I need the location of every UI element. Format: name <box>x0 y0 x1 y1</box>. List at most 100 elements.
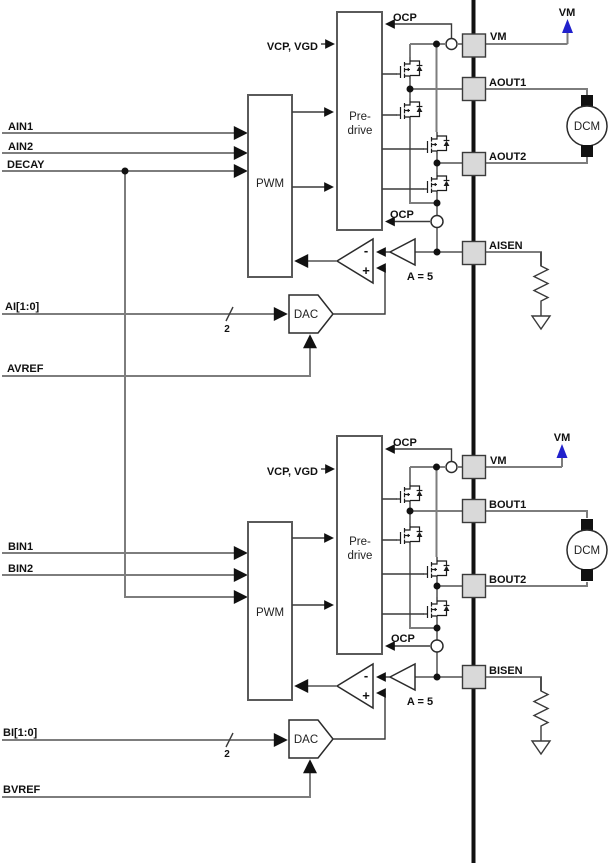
bus-width-slash <box>225 732 234 748</box>
dac-block <box>288 719 334 759</box>
hs-fet-1 <box>395 481 423 505</box>
gain-amp <box>388 237 416 267</box>
pad-bout2 <box>461 573 487 599</box>
label-pin-aisen: AISEN <box>489 240 523 252</box>
label-ocp-bottom: OCP <box>391 633 415 645</box>
junction-dot <box>406 507 414 515</box>
label-avref: AVREF <box>7 363 44 375</box>
predrive-label-2: drive <box>348 550 373 562</box>
wire-decay-branch <box>124 171 248 604</box>
label-pin-bout1: BOUT1 <box>489 499 526 511</box>
bus-width-slash <box>225 306 234 322</box>
label-bi-bits: 2 <box>224 749 230 760</box>
gate-wires <box>382 73 424 190</box>
label-vcp-vgd: VCP, VGD <box>267 466 318 478</box>
comparator-plus: + <box>362 688 370 703</box>
hs-fet-1 <box>395 56 423 80</box>
pwm-label: PWM <box>256 178 284 190</box>
label-pin-vm: VM <box>490 455 507 467</box>
predrive-label-1: Pre- <box>349 111 371 123</box>
label-ai-bus: AI[1:0] <box>5 301 40 313</box>
label-pin-vm: VM <box>490 31 507 43</box>
sense-resistor <box>532 677 550 741</box>
label-gain: A = 5 <box>407 271 433 283</box>
ls-fet-2 <box>422 596 450 620</box>
comparator-minus: - <box>364 243 368 258</box>
predrive-block <box>336 435 383 655</box>
gate-wires <box>382 498 424 615</box>
label-pin-bisen: BISEN <box>489 665 523 677</box>
current-sense-icon <box>430 214 444 229</box>
wire-avref <box>2 334 317 377</box>
pad-aisen <box>461 240 487 266</box>
wire-bvref <box>2 759 317 798</box>
current-sense-icon <box>445 37 458 51</box>
dac-block <box>288 294 334 334</box>
pwm-label: PWM <box>256 607 284 619</box>
label-ocp-bottom: OCP <box>390 209 414 221</box>
wire-vm-rail <box>409 458 563 557</box>
dac-label: DAC <box>294 734 318 746</box>
pwm-block <box>247 94 293 278</box>
label-ai-bits: 2 <box>224 324 230 335</box>
wire-ocp-top <box>385 19 453 38</box>
label-ain2: AIN2 <box>8 141 33 153</box>
comparator <box>335 237 374 285</box>
ground-a <box>531 315 551 330</box>
predrive-block <box>336 11 383 231</box>
vm-arrow-icon <box>556 444 568 458</box>
label-bvref: BVREF <box>3 784 41 796</box>
junction-dot <box>121 167 129 175</box>
hs-fet-2 <box>422 131 450 155</box>
junction-dot <box>433 463 440 471</box>
label-vm-rail: VM <box>554 432 571 444</box>
wire-dac-out <box>333 693 386 740</box>
label-bin2: BIN2 <box>8 563 33 575</box>
dac-label: DAC <box>294 309 318 321</box>
junction-dot <box>406 85 414 93</box>
wire-dac-out <box>333 268 386 315</box>
ls-fet-2 <box>422 171 450 195</box>
pad-aout1 <box>461 76 487 102</box>
junction-dot <box>433 673 441 681</box>
junction-dot <box>433 248 441 256</box>
predrive-label-2: drive <box>348 125 373 137</box>
comparator <box>335 662 374 710</box>
comparator-minus: - <box>364 668 368 683</box>
wire-vm-rail <box>409 33 569 132</box>
channel-a: AIN1 AIN2 DECAY AI[1:0] 2 AVREF VCP, VGD… <box>2 7 608 604</box>
label-pin-aout2: AOUT2 <box>489 151 526 163</box>
label-gain: A = 5 <box>407 696 433 708</box>
hs-fet-2 <box>422 556 450 580</box>
pad-vm <box>461 454 487 480</box>
label-motor: DCM <box>574 121 600 133</box>
pad-aout2 <box>461 151 487 177</box>
junction-dot <box>433 199 441 207</box>
junction-dot <box>433 159 441 167</box>
label-ocp-top: OCP <box>393 437 417 449</box>
pad-bout1 <box>461 498 487 524</box>
gain-amp <box>388 662 416 692</box>
vm-arrow-icon <box>562 19 573 33</box>
junction-dot <box>433 624 441 632</box>
label-vcp-vgd: VCP, VGD <box>267 41 318 53</box>
ls-fet-1 <box>395 522 423 546</box>
label-decay: DECAY <box>7 159 45 171</box>
label-pin-bout2: BOUT2 <box>489 574 526 586</box>
sense-resistor <box>532 252 550 316</box>
label-bi-bus: BI[1:0] <box>3 727 38 739</box>
predrive-label-1: Pre- <box>349 536 371 548</box>
comparator-plus: + <box>362 263 370 278</box>
junction-dot <box>433 582 441 590</box>
label-bin1: BIN1 <box>8 541 33 553</box>
label-ocp-top: OCP <box>393 12 417 24</box>
ls-fet-1 <box>395 97 423 121</box>
label-motor: DCM <box>574 545 600 557</box>
label-vm-rail: VM <box>559 7 576 19</box>
ground-b <box>531 740 551 755</box>
pad-vm <box>461 33 487 58</box>
current-sense-icon <box>430 639 444 653</box>
channel-b: BIN1 BIN2 BI[1:0] 2 BVREF VCP, VGD PWM P… <box>2 432 608 798</box>
